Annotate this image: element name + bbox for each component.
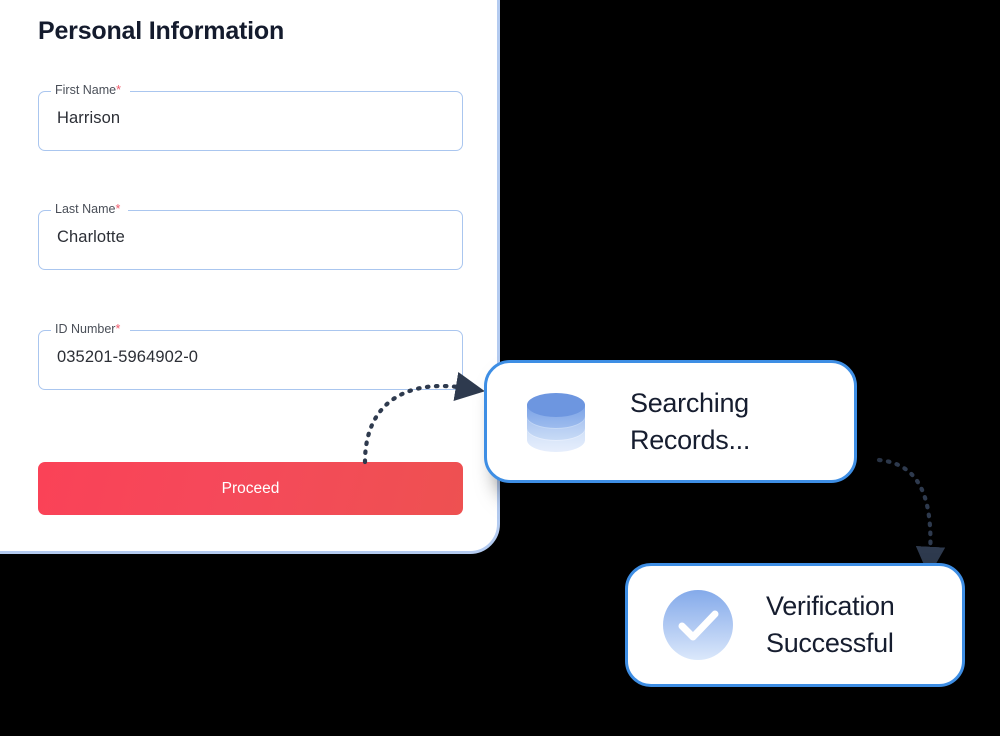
database-icon	[527, 392, 585, 452]
verification-successful-card: Verification Successful	[625, 563, 965, 687]
first-name-label-text: First Name	[55, 83, 117, 97]
last-name-field[interactable]: Last Name* Charlotte	[38, 202, 463, 270]
last-name-label-notch	[51, 208, 128, 212]
last-name-label: Last Name*	[55, 201, 120, 217]
personal-information-panel: Personal Information First Name* Harriso…	[0, 0, 500, 554]
check-circle-icon	[663, 590, 733, 660]
searching-records-label: Searching Records...	[630, 387, 751, 455]
id-number-required-marker: *	[115, 322, 121, 336]
verification-successful-label: Verification Successful	[766, 591, 895, 658]
last-name-required-marker: *	[115, 202, 121, 216]
first-name-required-marker: *	[116, 83, 121, 97]
last-name-label-text: Last Name	[55, 202, 116, 216]
id-number-field-outline	[38, 330, 463, 390]
arrow-searching-to-verification	[876, 457, 946, 577]
id-number-value[interactable]: 035201-5964902-0	[57, 348, 199, 366]
first-name-value[interactable]: Harrison	[57, 109, 121, 127]
searching-records-card: Searching Records...	[484, 360, 857, 483]
first-name-field-outline	[38, 91, 463, 151]
id-number-label: ID Number*	[55, 321, 120, 337]
proceed-button[interactable]: Proceed	[38, 462, 463, 515]
last-name-value[interactable]: Charlotte	[57, 228, 125, 246]
id-number-field[interactable]: ID Number* 035201-5964902-0	[38, 322, 463, 390]
first-name-label: First Name*	[55, 82, 121, 98]
id-number-label-text: ID Number	[55, 322, 116, 336]
last-name-field-outline	[38, 210, 463, 270]
first-name-field[interactable]: First Name* Harrison	[38, 83, 463, 151]
page-title: Personal Information	[38, 17, 285, 45]
id-number-label-notch	[51, 328, 130, 332]
first-name-label-notch	[51, 89, 130, 93]
